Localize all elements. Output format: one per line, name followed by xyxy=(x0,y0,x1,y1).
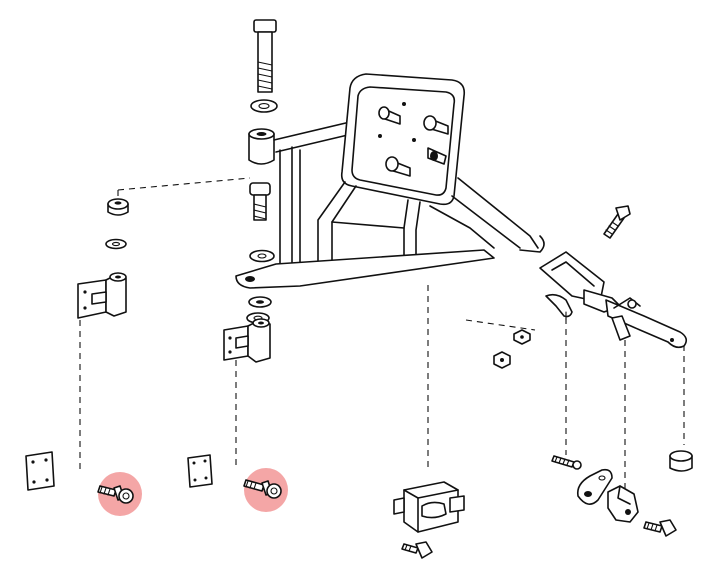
bolt-diagonal xyxy=(603,205,631,239)
hex-bolt-bottom-right xyxy=(643,519,677,537)
screw-small-right xyxy=(551,455,582,470)
tapping-screw-right xyxy=(243,479,282,499)
rubber-mount xyxy=(393,481,465,533)
assembly-guide-lines xyxy=(79,177,685,490)
nut-small-a xyxy=(513,329,531,345)
spring-clip xyxy=(545,293,573,321)
cam-plate xyxy=(576,468,613,505)
hinge-bolt xyxy=(249,182,271,221)
hinge-bracket-middle xyxy=(223,318,271,363)
bushing-cap xyxy=(669,450,693,472)
backing-plate-left xyxy=(25,451,55,491)
lever-bracket xyxy=(607,485,639,523)
tapping-screw-left xyxy=(97,485,134,504)
hinge-sleeve xyxy=(248,128,275,165)
hinge-bracket-left xyxy=(77,272,127,319)
washer-mid xyxy=(249,249,275,263)
hex-bolt-bottom-center xyxy=(401,541,433,559)
backing-plate-right xyxy=(187,454,213,488)
plate-studs xyxy=(378,102,449,177)
latch-assembly xyxy=(539,251,688,349)
washer-top xyxy=(250,99,278,113)
long-bolt xyxy=(253,19,277,93)
washer-left xyxy=(105,238,127,250)
nut-small-b xyxy=(493,351,511,369)
nut-flanged-left xyxy=(107,198,129,216)
main-frame xyxy=(235,73,545,289)
washer-lower xyxy=(248,296,272,308)
